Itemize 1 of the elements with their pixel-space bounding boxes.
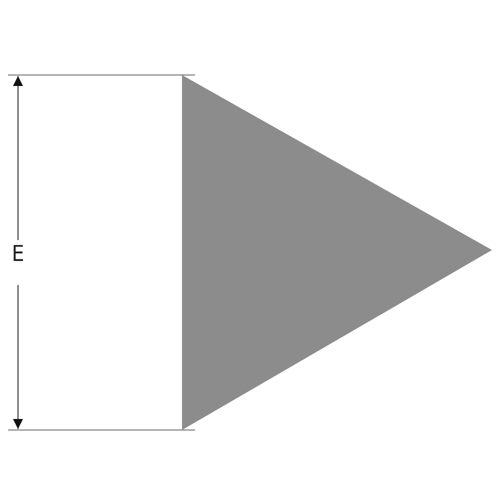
dimension-label: E	[10, 241, 26, 269]
